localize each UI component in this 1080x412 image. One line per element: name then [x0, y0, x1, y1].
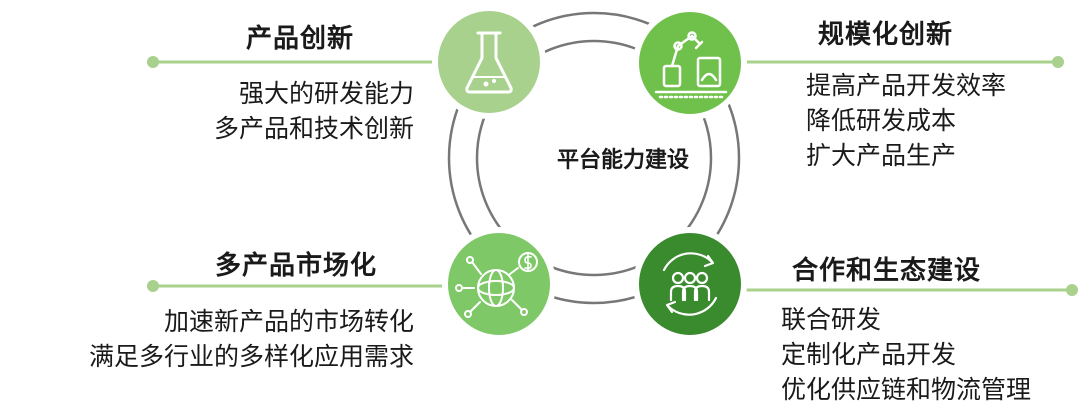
desc-line: 优化供应链和物流管理: [781, 375, 1032, 404]
desc-line: 扩大产品生产: [806, 141, 957, 170]
robot-arm-icon: [654, 31, 728, 99]
connector-dot-bottom-right: [1066, 284, 1078, 296]
circle-top-left: [432, 5, 546, 119]
desc-line: 降低研发成本: [806, 106, 957, 135]
desc-line: 满足多行业的多样化应用需求: [88, 342, 414, 371]
desc-cooperation-ecosystem: 联合研发 定制化产品开发 优化供应链和物流管理: [781, 302, 1031, 407]
circle-bottom-right: [633, 227, 747, 341]
title-scale-innovation: 规模化创新: [818, 20, 954, 50]
desc-line: 联合研发: [781, 305, 882, 334]
desc-multi-product-market: 加速新产品的市场转化 满足多行业的多样化应用需求: [89, 304, 414, 374]
center-rings: [447, 11, 741, 305]
outer-ring: [447, 11, 741, 305]
circle-bottom-left: [442, 227, 556, 341]
desc-product-innovation: 强大的研发能力 多产品和技术创新: [214, 76, 414, 146]
desc-line: 定制化产品开发: [781, 340, 957, 369]
connector-dot-top-right: [1052, 56, 1064, 68]
desc-line: 多产品和技术创新: [213, 114, 414, 143]
center-label: 平台能力建设: [556, 148, 689, 173]
desc-scale-innovation: 提高产品开发效率 降低研发成本 扩大产品生产: [806, 68, 1006, 173]
team-cycle-icon: [662, 252, 718, 316]
circle-top-right: [633, 6, 747, 120]
connector-dot-bottom-left: [147, 280, 159, 292]
connector-dot-top-left: [147, 56, 159, 68]
flask-icon: [465, 31, 513, 94]
title-product-innovation: 产品创新: [246, 24, 355, 54]
connector-lines: [147, 56, 1078, 296]
desc-line: 强大的研发能力: [238, 79, 414, 108]
title-multi-product-market: 多产品市场化: [215, 251, 378, 281]
globe-network-icon: [455, 252, 538, 318]
desc-line: 提高产品开发效率: [806, 71, 1007, 100]
desc-line: 加速新产品的市场转化: [163, 307, 414, 336]
inner-ring: [475, 39, 713, 277]
title-cooperation-ecosystem: 合作和生态建设: [792, 256, 982, 286]
